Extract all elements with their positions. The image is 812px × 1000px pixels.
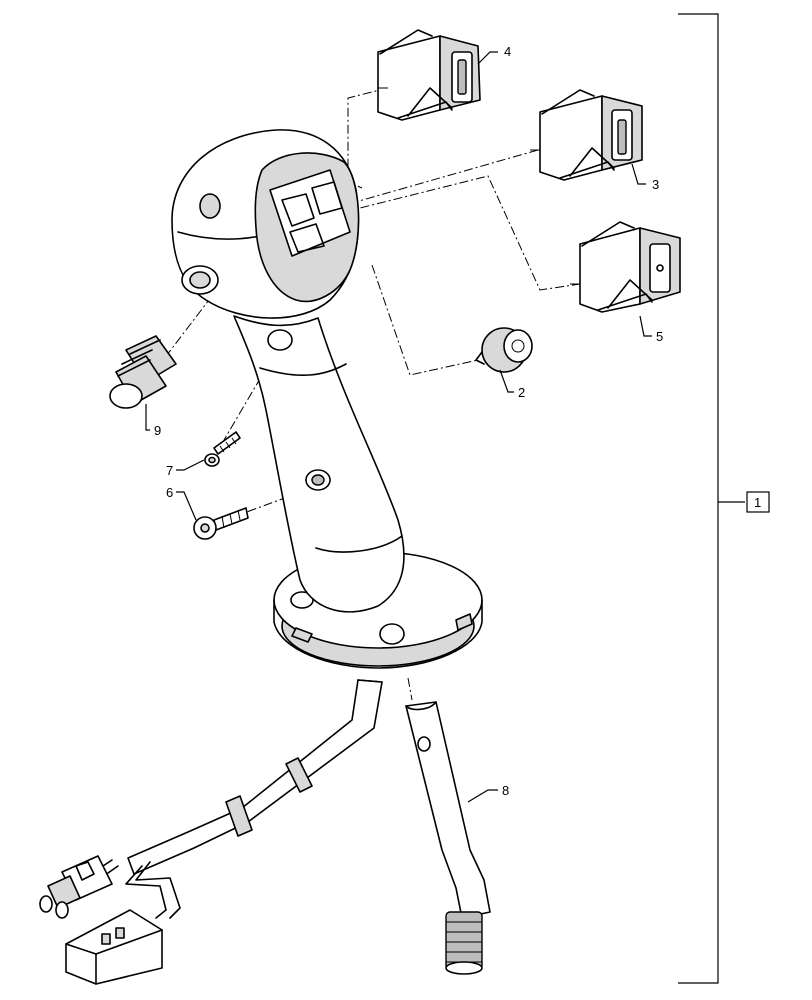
assembly-bracket (678, 13, 745, 984)
callout-labels: 4 3 5 2 9 7 6 8 1 (154, 44, 770, 798)
callout-7: 7 (166, 463, 173, 478)
callout-2: 2 (518, 385, 525, 400)
callout-1: 1 (754, 495, 761, 510)
part-8-support-rod (405, 701, 491, 975)
part-7-screw (204, 431, 241, 467)
callout-3: 3 (652, 177, 659, 192)
callout-1-box (746, 491, 770, 513)
callout-5: 5 (656, 329, 663, 344)
wire-harness (39, 679, 383, 985)
connector-b (65, 909, 163, 985)
joystick-handle (171, 129, 483, 669)
part-4-rocker-switch (377, 29, 481, 121)
part-9-plug (109, 335, 177, 409)
part-3-rocker-switch (530, 89, 643, 181)
callout-9: 9 (154, 423, 161, 438)
callout-leaders (145, 51, 652, 803)
part-5-rocker-switch (570, 221, 681, 313)
connector-a (39, 855, 113, 919)
callout-4: 4 (504, 44, 511, 59)
part-6-screw (193, 507, 249, 540)
part-2-push-button (475, 327, 533, 373)
callout-6: 6 (166, 485, 173, 500)
callout-8: 8 (502, 783, 509, 798)
